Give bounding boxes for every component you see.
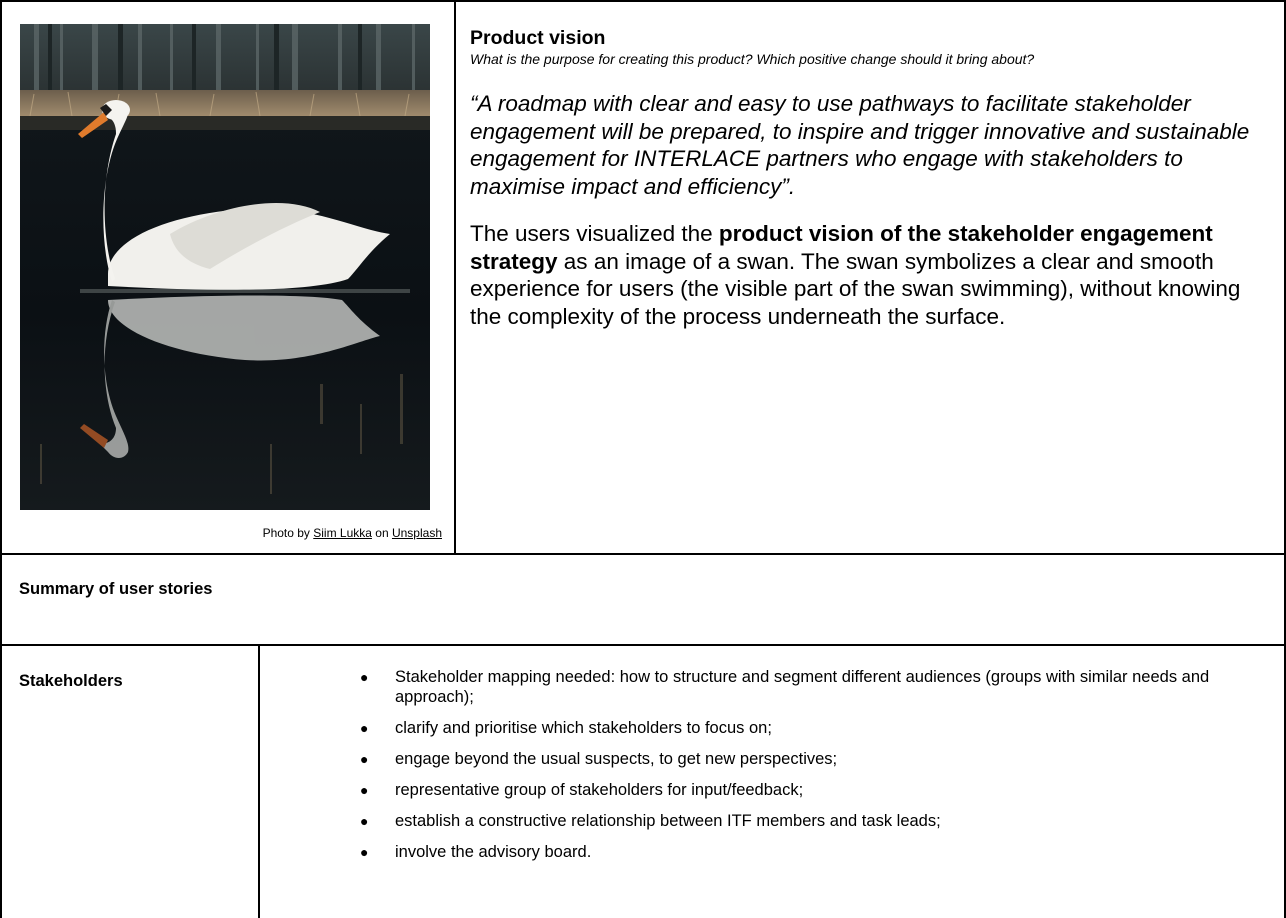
photo-credit: Photo by Siim Lukka on Unsplash bbox=[20, 526, 442, 540]
summary-title: Summary of user stories bbox=[19, 580, 213, 598]
list-item-text: establish a constructive relationship be… bbox=[395, 812, 941, 830]
bullet-icon: ● bbox=[360, 751, 369, 767]
table-border-right bbox=[1284, 0, 1286, 918]
list-item-text: Stakeholder mapping needed: how to struc… bbox=[395, 668, 1210, 706]
bullet-icon: ● bbox=[360, 782, 369, 798]
bullet-icon: ● bbox=[360, 813, 369, 829]
bullet-icon: ● bbox=[360, 844, 369, 860]
vision-question: What is the purpose for creating this pr… bbox=[470, 51, 1035, 67]
vision-desc-end: as an image of a swan. The swan symboliz… bbox=[470, 248, 1241, 329]
product-vision-title: Product vision bbox=[470, 27, 606, 49]
vision-quote: “A roadmap with clear and easy to use pa… bbox=[470, 91, 1250, 199]
list-item: ● engage beyond the usual suspects, to ge… bbox=[360, 749, 1280, 769]
vision-column-divider bbox=[454, 0, 456, 555]
bullet-icon: ● bbox=[360, 669, 369, 685]
credit-prefix: Photo by bbox=[262, 526, 314, 540]
table-border-left bbox=[0, 0, 2, 918]
vision-desc-start: The users visualized the bbox=[470, 221, 719, 246]
row-divider-summary bbox=[0, 644, 1286, 646]
vision-desc-bold: product vision of the stakeholder engage… bbox=[470, 221, 1213, 274]
stakeholders-column-divider bbox=[258, 644, 260, 918]
credit-middle: on bbox=[371, 526, 392, 540]
bullet-icon: ● bbox=[360, 720, 369, 736]
stakeholders-label: Stakeholders bbox=[19, 672, 123, 690]
list-item-text: clarify and prioritise which stakeholder… bbox=[395, 719, 772, 737]
list-item-text: engage beyond the usual suspects, to get… bbox=[395, 750, 838, 768]
list-item: ● Stakeholder mapping needed: how to stru… bbox=[360, 667, 1280, 707]
list-item: ● clarify and prioritise which stakeholde… bbox=[360, 718, 1280, 738]
list-item-text: involve the advisory board. bbox=[395, 843, 592, 861]
list-item: ● involve the advisory board. bbox=[360, 842, 1280, 862]
vision-description: The users visualized the product vision … bbox=[470, 220, 1270, 330]
row-divider-vision bbox=[0, 553, 1286, 555]
unsplash-link[interactable]: Unsplash bbox=[391, 526, 442, 540]
swan-photo bbox=[20, 24, 430, 510]
stakeholder-stories-list: ● Stakeholder mapping needed: how to stru… bbox=[360, 667, 1280, 873]
list-item: ● representative group of stakeholders fo… bbox=[360, 780, 1280, 800]
list-item-text: representative group of stakeholders for… bbox=[395, 781, 804, 799]
product-vision-section: Product vision What is the purpose for c… bbox=[470, 27, 1270, 330]
table-border-top bbox=[0, 0, 1286, 2]
photographer-link[interactable]: Siim Lukka bbox=[313, 526, 372, 540]
list-item: ● establish a constructive relationship b… bbox=[360, 811, 1280, 831]
